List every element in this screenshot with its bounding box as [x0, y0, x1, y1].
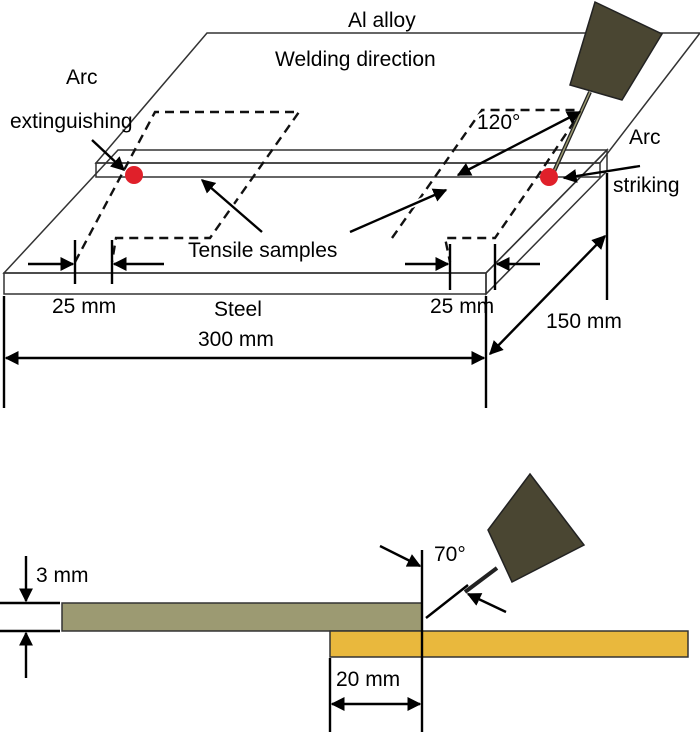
- tensile-sample-outline-right: [391, 108, 585, 263]
- arc-striking-point: [540, 168, 558, 186]
- al-alloy-plate-section: [61, 602, 423, 632]
- al-alloy-label: Al alloy: [348, 9, 416, 32]
- angle-70-arrow-a: [379, 544, 422, 568]
- dim-300mm-label: 300 mm: [198, 328, 274, 351]
- tensile-sample-outline-left: [73, 110, 302, 263]
- welding-direction-label: Welding direction: [275, 48, 436, 71]
- arc-extinguishing-label-line1: Arc: [66, 66, 98, 89]
- arc-extinguishing-label-line2: extinguishing: [10, 110, 133, 133]
- al-alloy-plate-front: [95, 162, 601, 178]
- tensile-samples-label: Tensile samples: [188, 239, 337, 262]
- dim-20mm-label: 20 mm: [336, 668, 400, 691]
- steel-plate-section: [329, 630, 689, 658]
- arc-extinguishing-point: [125, 166, 143, 184]
- arc-extinguishing-pointer: [91, 139, 126, 171]
- angle-70-label: 70°: [434, 543, 466, 566]
- dim-3mm-label: 3 mm: [36, 564, 89, 587]
- angle-70-guide: [425, 584, 469, 619]
- tensile-pointer-left-black: [200, 179, 263, 233]
- welding-torch-top: [569, 0, 664, 101]
- torch-nozzle-side: [463, 566, 499, 594]
- arc-striking-label-line1: Arc: [629, 126, 661, 149]
- top-view: Al alloy Welding direction Arc extinguis…: [2, 0, 700, 408]
- steel-plate-front: [3, 272, 487, 295]
- dim-25mm-left-label: 25 mm: [52, 295, 116, 318]
- angle-70-arrow-b: [466, 592, 507, 614]
- dim-25mm-right-label: 25 mm: [430, 295, 494, 318]
- side-view: 3 mm 70° 20 mm: [0, 472, 689, 732]
- tensile-pointer-right-black: [349, 188, 448, 234]
- dim-150mm-label: 150 mm: [546, 310, 622, 333]
- arc-striking-pointer: [562, 164, 641, 183]
- steel-label: Steel: [214, 298, 262, 321]
- angle-120-arrow: [456, 110, 582, 177]
- arc-striking-label-line2: striking: [613, 174, 680, 197]
- dim-150mm-arrow: [489, 234, 606, 356]
- angle-120-label: 120°: [477, 111, 520, 134]
- welding-torch-side: [487, 472, 586, 584]
